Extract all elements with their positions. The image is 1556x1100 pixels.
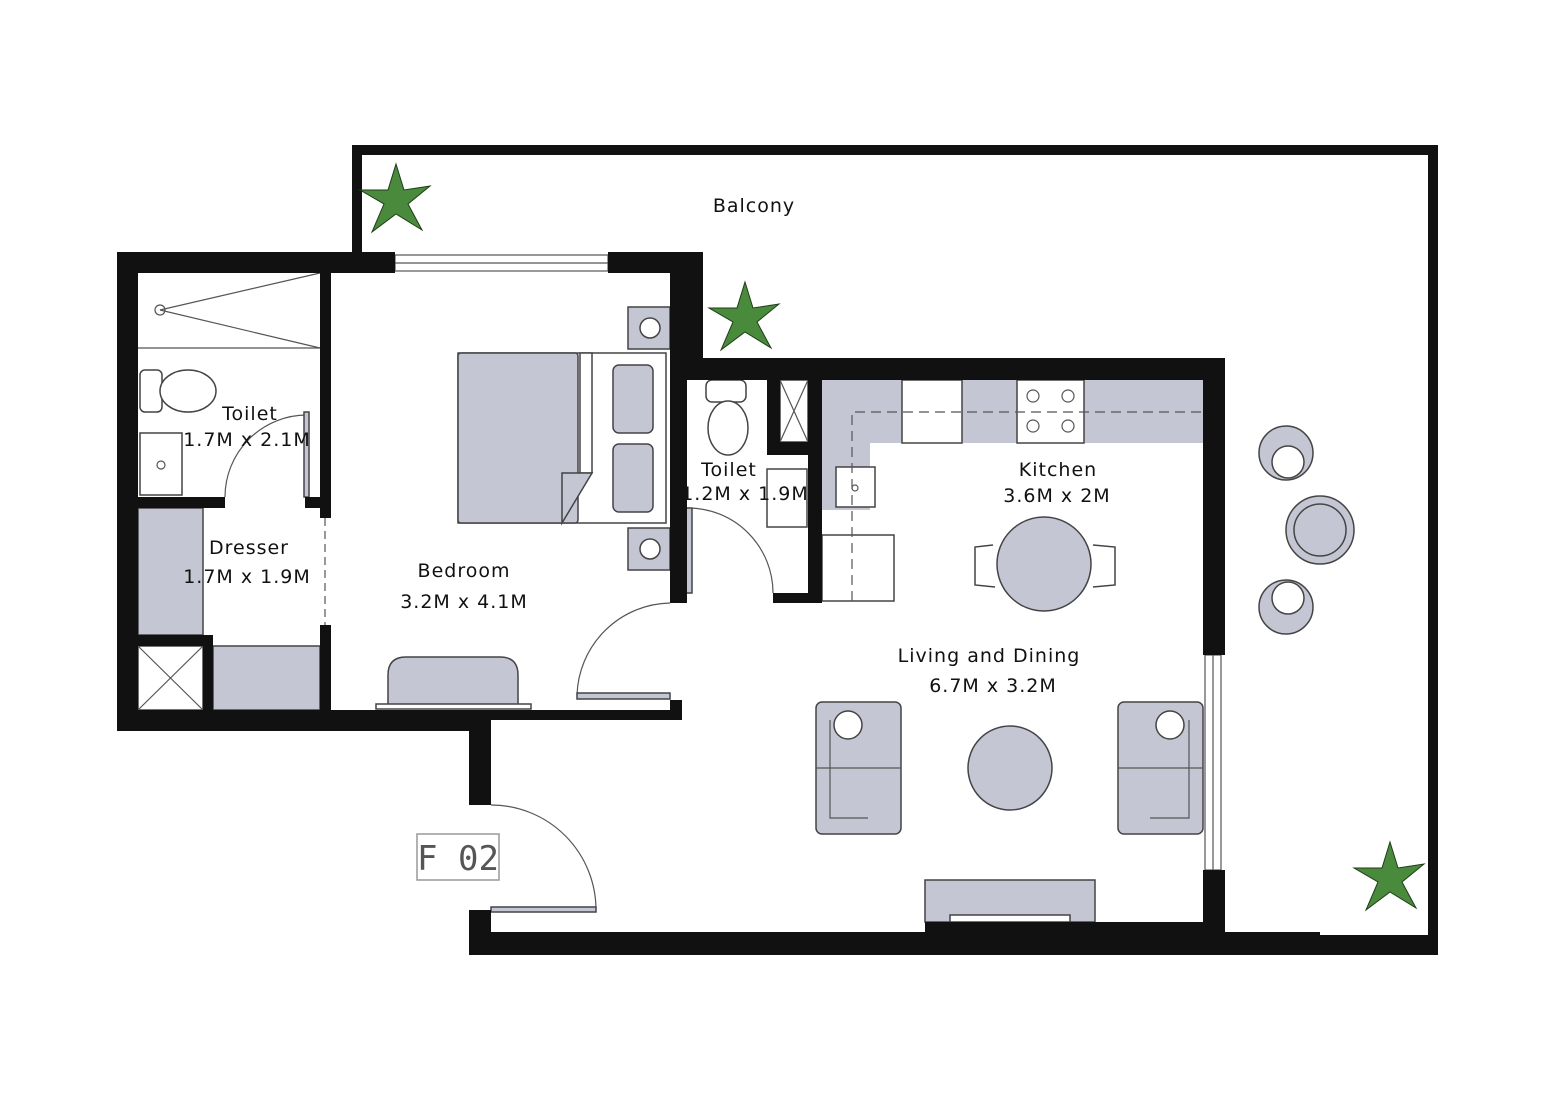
unit-tag-label: F 02	[417, 839, 499, 879]
shower	[138, 272, 321, 349]
room-name-dresser: Dresser	[209, 537, 289, 559]
balcony-chair	[1258, 425, 1355, 635]
wardrobe	[137, 507, 204, 636]
door-swing	[687, 507, 774, 594]
sofa	[815, 701, 902, 835]
armchair	[387, 656, 519, 708]
room-name-kitchen: Kitchen	[1019, 459, 1097, 481]
entry-door-swing	[490, 804, 597, 911]
unit-tag: F 02	[416, 833, 500, 881]
kitchen-counter	[821, 379, 1203, 602]
wardrobe	[212, 645, 321, 711]
coffee-table	[967, 725, 1053, 811]
room-name-bedroom: Bedroom	[418, 560, 511, 582]
room-size-dresser: 1.7M x 1.9M	[183, 566, 311, 588]
room-labels: Balcony Toilet 1.7M x 2.1M Dresser 1.7M …	[183, 195, 1110, 697]
door-swing	[224, 414, 308, 498]
bed	[457, 306, 671, 571]
toilet-fixture	[139, 369, 217, 496]
room-size-toilet: 1.7M x 2.1M	[183, 429, 311, 451]
furniture	[137, 254, 1355, 923]
walls	[117, 145, 1438, 955]
room-size-kitchen: 3.6M x 2M	[1003, 485, 1110, 507]
toilet-fixture	[705, 379, 809, 528]
door-swing	[576, 602, 671, 696]
sofa	[1117, 701, 1204, 835]
room-name-toilet: Toilet	[221, 403, 278, 425]
room-name-toilet-2: Toilet	[700, 459, 757, 481]
room-size-toilet-2: 1.2M x 1.9M	[681, 483, 809, 505]
dining-table	[974, 516, 1116, 612]
room-name-balcony: Balcony	[713, 195, 795, 217]
room-size-bedroom: 3.2M x 4.1M	[400, 591, 528, 613]
room-size-living-dining: 6.7M x 3.2M	[929, 675, 1057, 697]
plant-icon	[358, 162, 1426, 912]
room-name-living-dining: Living and Dining	[898, 645, 1081, 667]
